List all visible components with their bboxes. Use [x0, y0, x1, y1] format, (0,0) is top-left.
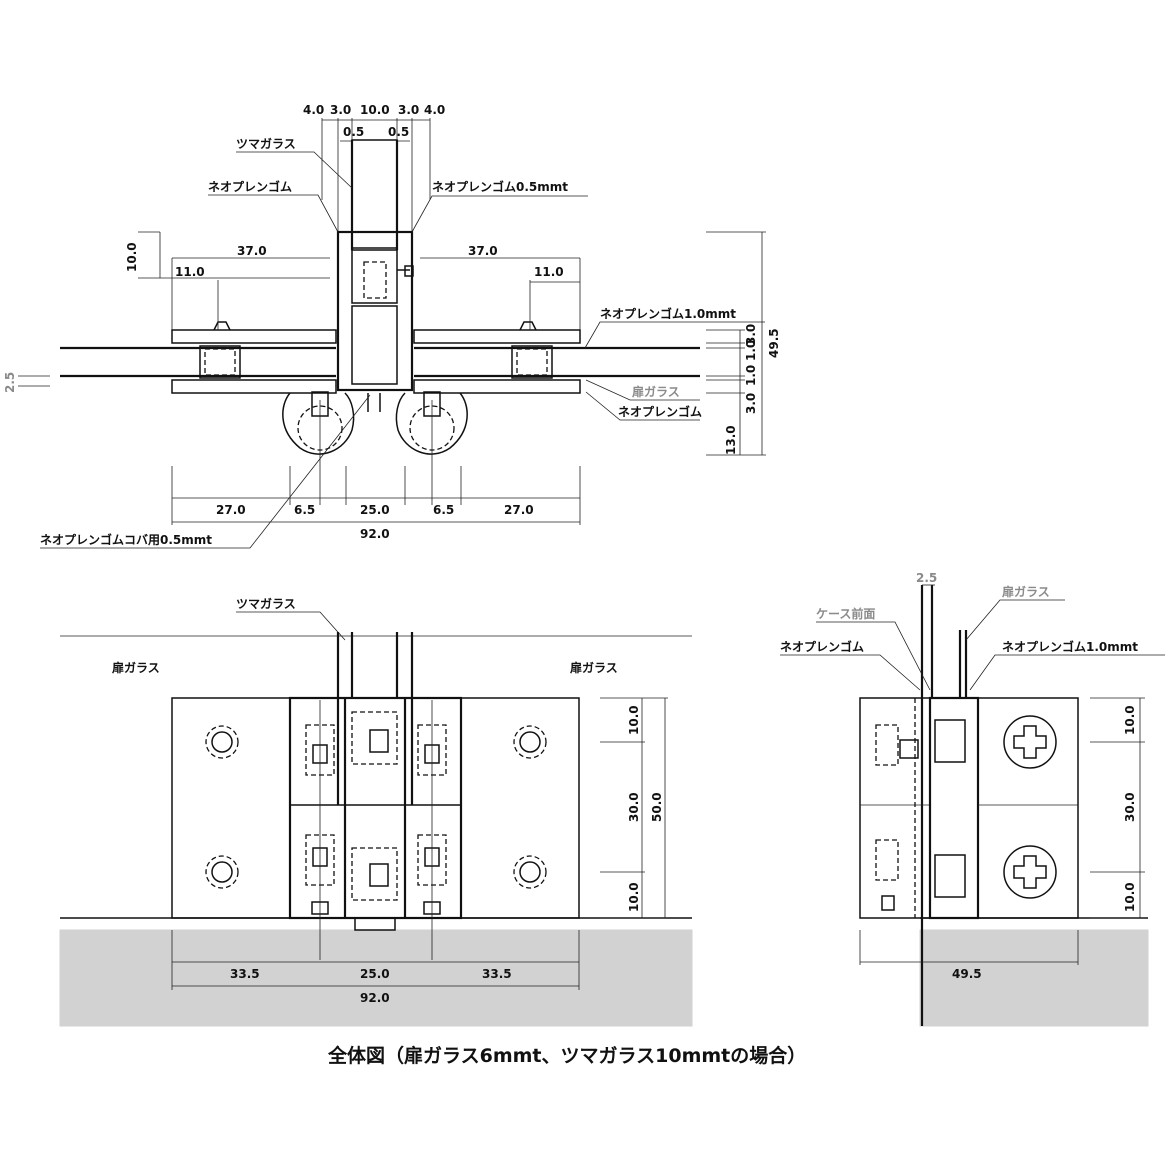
dim-b-27b: 27.0 [504, 503, 534, 517]
dim-front-b-92: 92.0 [360, 991, 390, 1005]
dim-side-top-2-5: 2.5 [916, 571, 937, 585]
plan-view: 4.0 3.0 10.0 3.0 4.0 0.5 0.5 10.0 37.0 3… [3, 103, 781, 549]
label-door-glass: 扉ガラス [632, 384, 680, 399]
label-neoprene-bottom: ネオプレンゴム [618, 404, 702, 419]
label-door-glass-left: 扉ガラス [112, 660, 160, 675]
label-tsuma-glass-front: ツマガラス [236, 596, 296, 611]
dim-side-v-10a: 10.0 [1123, 705, 1137, 735]
dim-b-92: 92.0 [360, 527, 390, 541]
dim-r-1-0b: 1.0 [744, 365, 758, 386]
label-neoprene-1mm: ネオプレンゴム1.0mmt [600, 306, 736, 321]
dim-right-11: 11.0 [534, 265, 564, 279]
dim-left-37: 37.0 [237, 244, 267, 258]
side-floor-area [919, 929, 1149, 1027]
dim-b-27a: 27.0 [216, 503, 246, 517]
dim-half-b: 0.5 [388, 125, 409, 139]
label-side-door-glass: 扉ガラス [1002, 584, 1050, 599]
label-case-front: ケース前面 [816, 606, 875, 621]
dim-front-v-10a: 10.0 [627, 705, 641, 735]
dim-left-11: 11.0 [175, 265, 205, 279]
floor-area [59, 929, 693, 1027]
dim-side-v-10b: 10.0 [1123, 882, 1137, 912]
dim-left-10: 10.0 [125, 242, 139, 272]
dim-front-v-30: 30.0 [627, 792, 641, 822]
drawing-caption: 全体図（扉ガラス6mmt、ツマガラス10mmtの場合） [327, 1044, 806, 1067]
front-view: ツマガラス 扉ガラス 扉ガラス 10.0 30.0 10.0 50.0 33.5… [59, 596, 693, 1027]
dim-b-25: 25.0 [360, 503, 390, 517]
label-side-neoprene-1mm: ネオプレンゴム1.0mmt [1002, 639, 1138, 654]
dim-r-1-0a: 1.0 [744, 340, 758, 361]
dim-right-37: 37.0 [468, 244, 498, 258]
label-door-glass-right: 扉ガラス [570, 660, 618, 675]
dim-top-4b: 4.0 [424, 103, 445, 117]
dim-b-6-5b: 6.5 [433, 503, 454, 517]
label-neoprene-left: ネオプレンゴム [208, 179, 292, 194]
dim-r-3-0a: 3.0 [744, 324, 758, 345]
dim-r-13-0: 13.0 [724, 425, 738, 455]
label-tsuma-glass: ツマガラス [236, 136, 296, 151]
dim-top-3a: 3.0 [330, 103, 351, 117]
dim-side-b-49-5: 49.5 [952, 967, 982, 981]
dim-half-a: 0.5 [343, 125, 364, 139]
dim-r-49-5: 49.5 [767, 328, 781, 358]
dim-r-3-0b: 3.0 [744, 393, 758, 414]
dim-top-3b: 3.0 [398, 103, 419, 117]
dim-front-v-50: 50.0 [650, 792, 664, 822]
label-neoprene-koba: ネオプレンゴムコバ用0.5mmt [40, 532, 212, 547]
label-neoprene-right: ネオプレンゴム0.5mmt [432, 179, 568, 194]
dim-front-b-25: 25.0 [360, 967, 390, 981]
label-side-neoprene: ネオプレンゴム [780, 639, 864, 654]
dim-top-10: 10.0 [360, 103, 390, 117]
dim-side-v-30: 30.0 [1123, 792, 1137, 822]
dim-front-b-33-5b: 33.5 [482, 967, 512, 981]
dim-b-6-5a: 6.5 [294, 503, 315, 517]
side-view: 2.5 ケース前面 扉ガラス ネオプレンゴム ネオプレンゴム1.0mmt 10.… [780, 571, 1165, 1027]
dim-top-4a: 4.0 [303, 103, 324, 117]
dim-front-b-33-5a: 33.5 [230, 967, 260, 981]
dim-front-v-10b: 10.0 [627, 882, 641, 912]
dim-left-2-5: 2.5 [3, 372, 17, 393]
